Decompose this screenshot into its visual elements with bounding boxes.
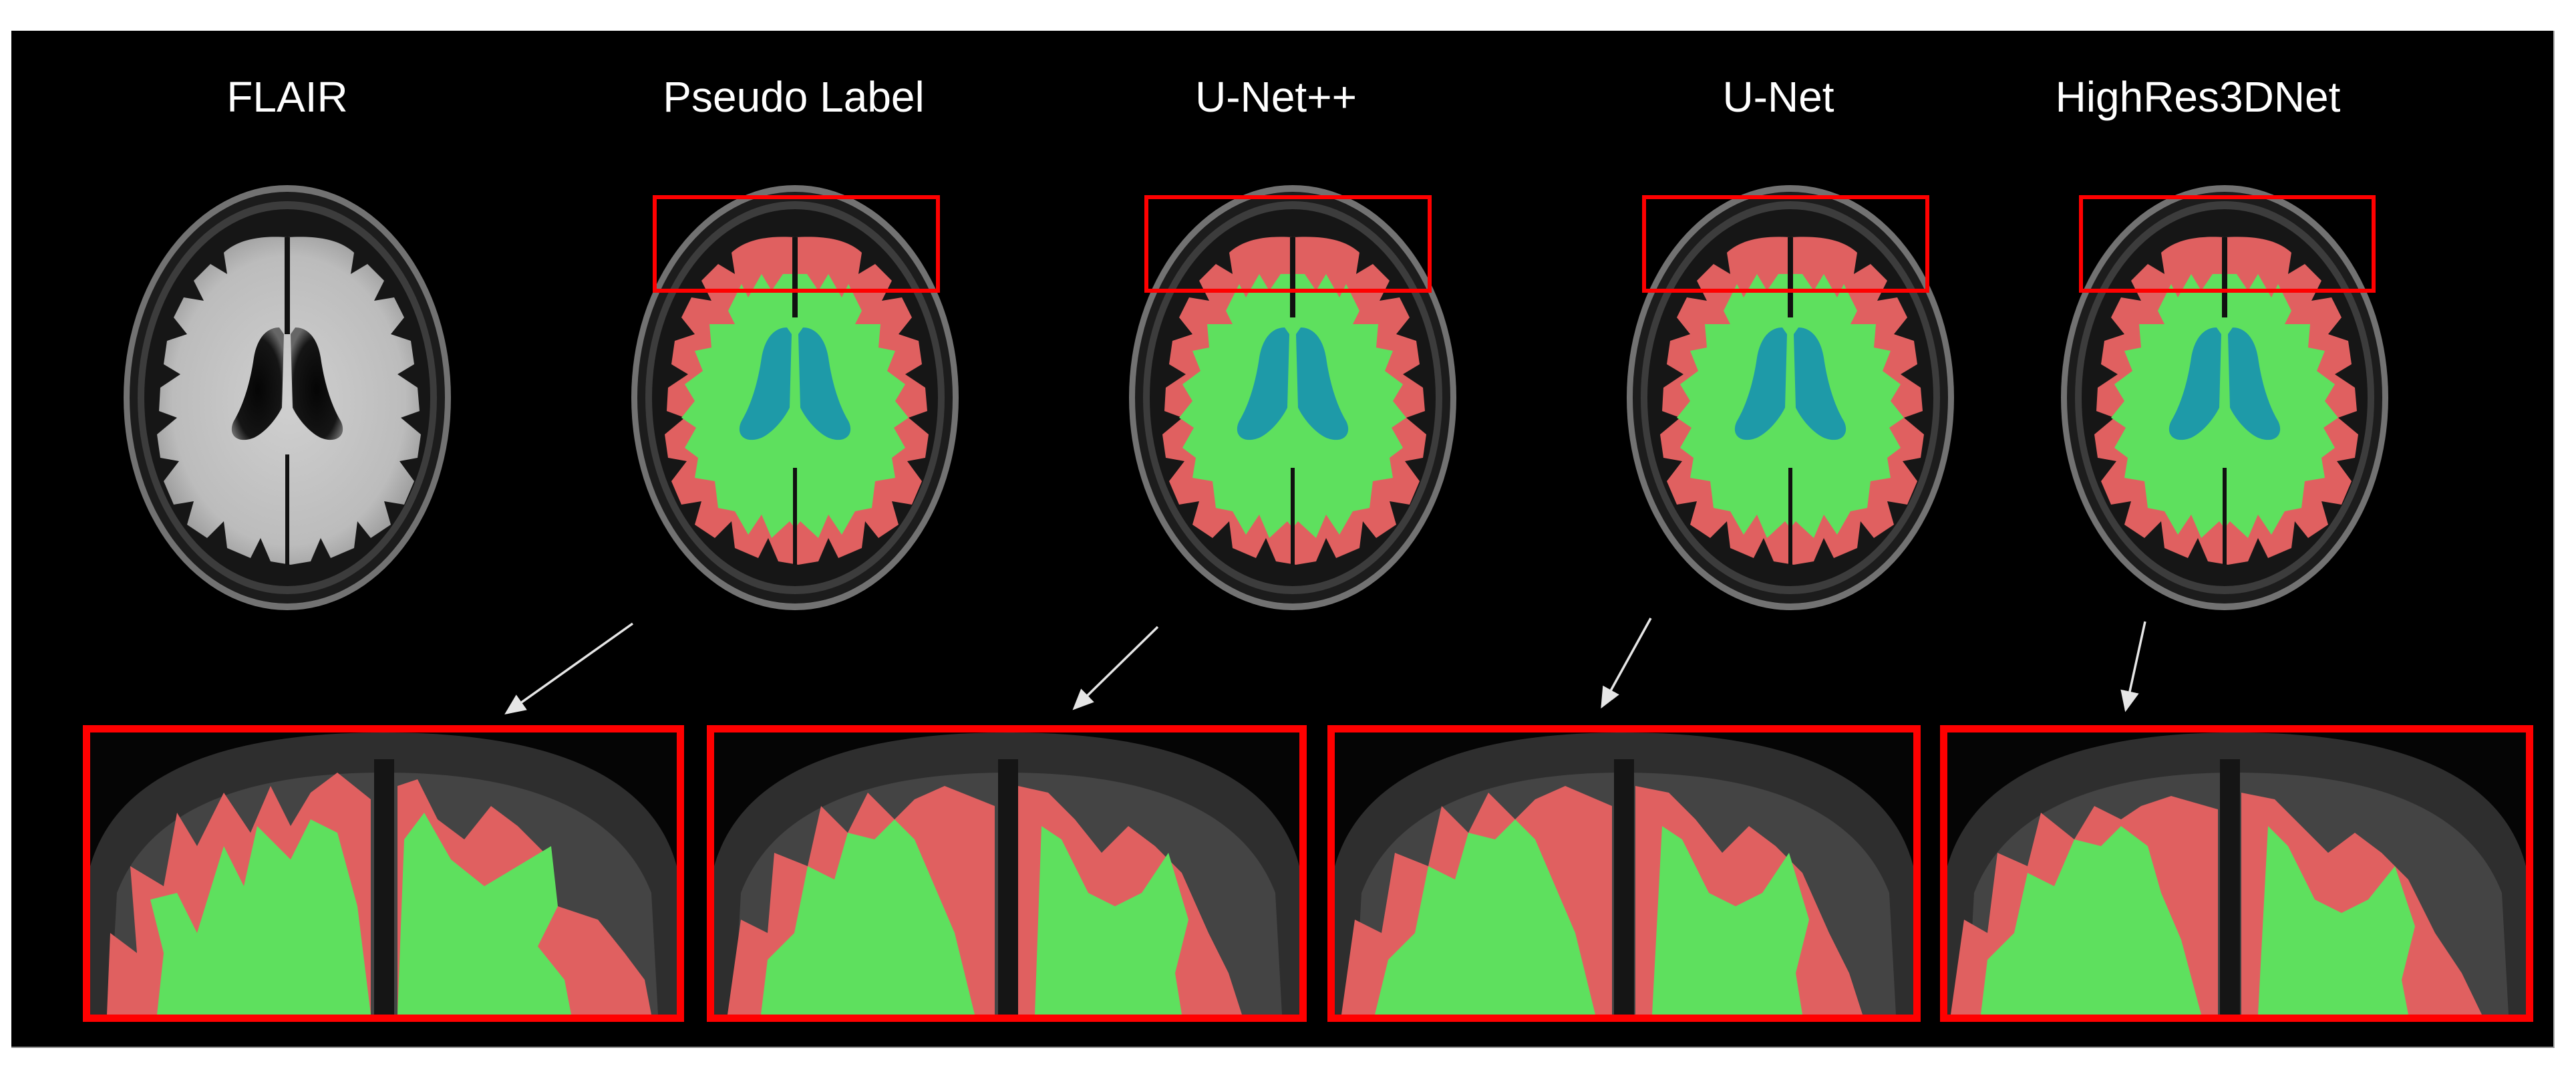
zoom-region-box-unetpp	[1144, 195, 1432, 293]
title-unet: U-Net	[1722, 73, 1834, 121]
brain-image-flair	[120, 174, 454, 615]
zoom-panel-highres3dnet	[1940, 725, 2533, 1022]
zoom-region-box-unet	[1642, 195, 1929, 293]
title-pseudo-label: Pseudo Label	[663, 73, 925, 121]
zoom-panel-pseudo-label	[83, 725, 684, 1022]
arrow-icon	[504, 618, 2146, 715]
zoom-region-box-pseudo-label	[653, 195, 940, 293]
title-flair: FLAIR	[226, 73, 348, 121]
brain-image-pseudo-label	[628, 174, 962, 615]
title-highres3dnet: HighRes3DNet	[2055, 73, 2341, 121]
zoom-panel-unetpp	[707, 725, 1307, 1022]
zoom-region-box-highres3dnet	[2079, 195, 2376, 293]
zoom-panel-unet	[1327, 725, 1921, 1022]
title-unetpp: U-Net++	[1195, 73, 1357, 121]
